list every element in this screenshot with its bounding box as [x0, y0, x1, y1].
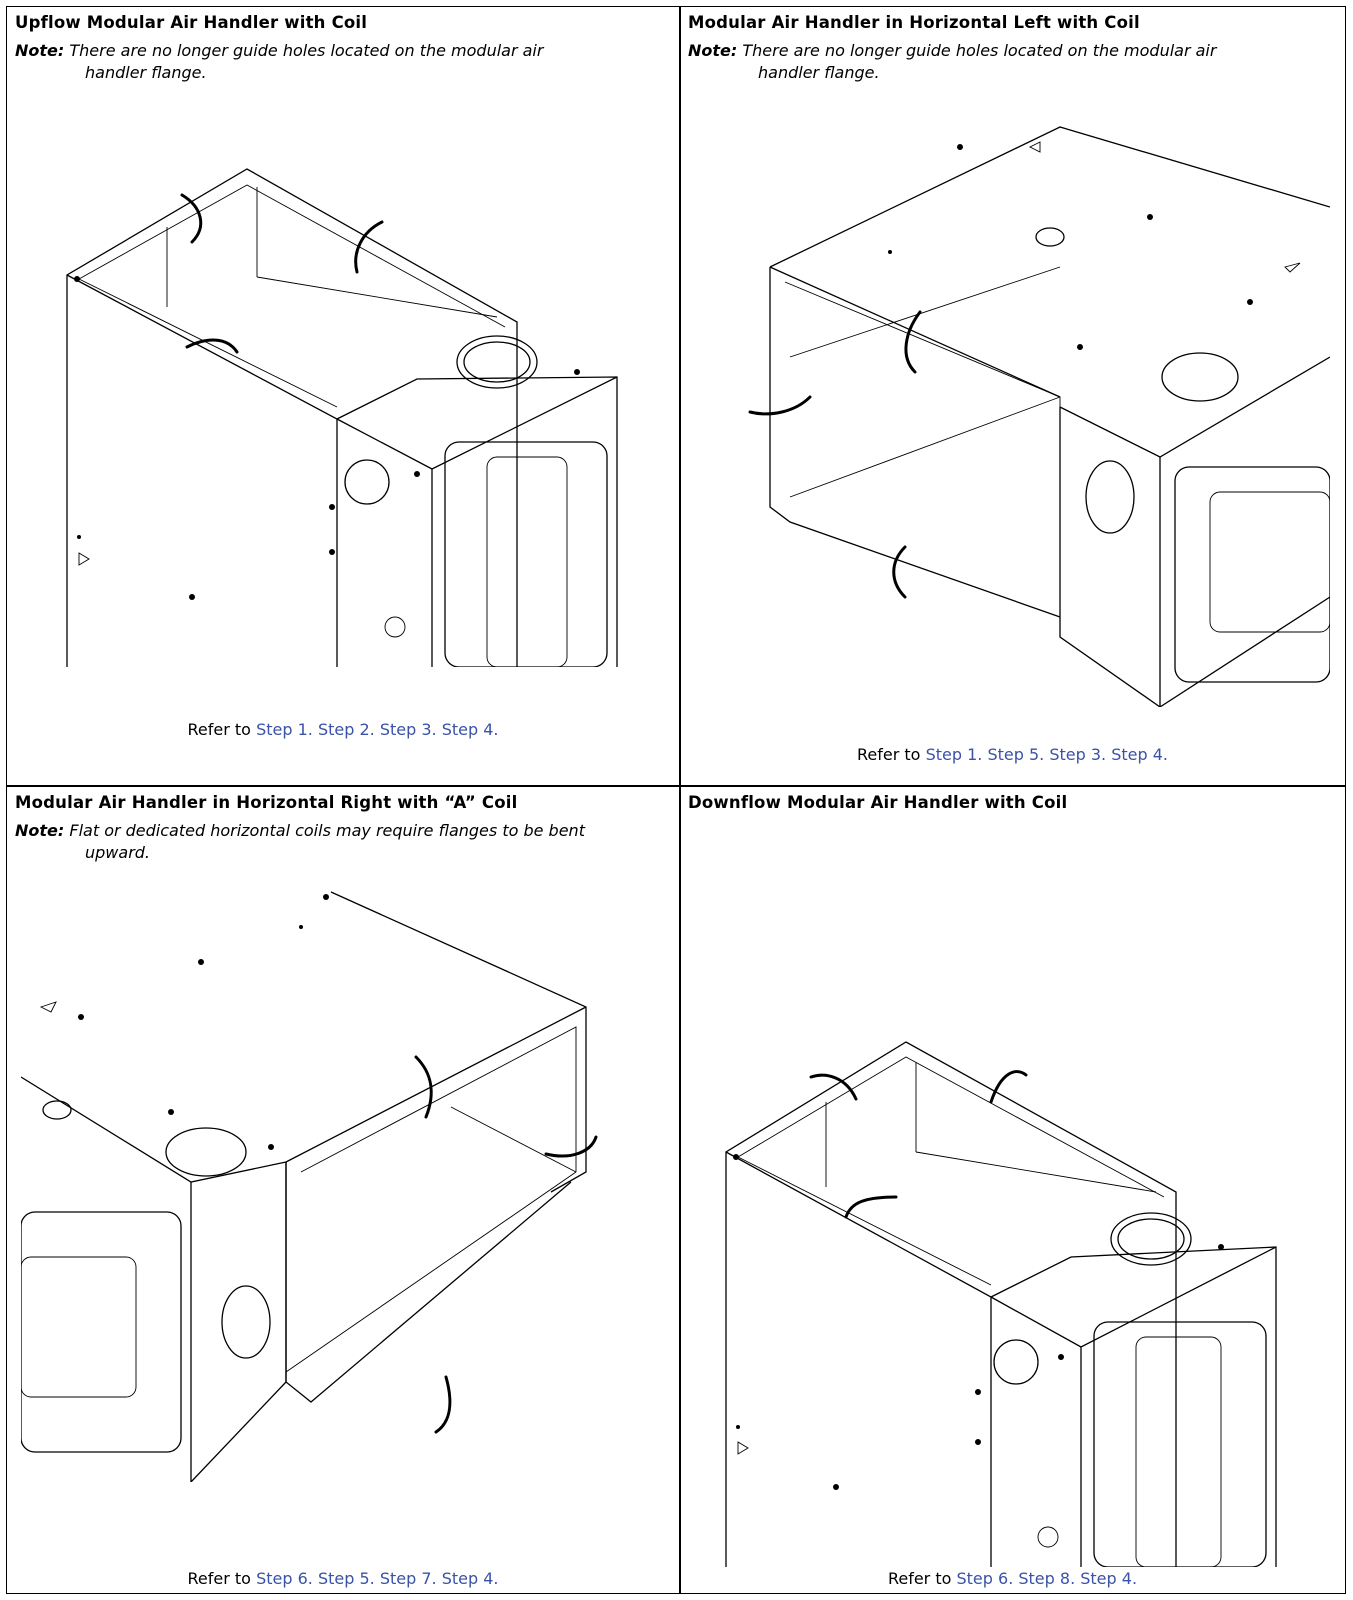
refer-line: Refer to Step 6. Step 8. Step 4.	[680, 1569, 1345, 1588]
step-link[interactable]: Step 8.	[1018, 1569, 1076, 1588]
panel-note: Note: There are no longer guide holes lo…	[688, 40, 1328, 84]
refer-prefix: Refer to	[857, 745, 921, 764]
note-text: There are no longer guide holes located …	[742, 41, 1217, 60]
panel-horizontal-left: Modular Air Handler in Horizontal Left w…	[680, 7, 1345, 785]
horizontal-left-illustration	[748, 126, 1330, 707]
panel-title: Modular Air Handler in Horizontal Left w…	[688, 13, 1140, 32]
figure-table: Upflow Modular Air Handler with Coil Not…	[6, 6, 1346, 1594]
refer-line: Refer to Step 6. Step 5. Step 7. Step 4.	[7, 1569, 679, 1588]
note-text-cont: upward.	[85, 843, 151, 862]
step-link[interactable]: Step 2.	[317, 720, 375, 739]
step-link[interactable]: Step 1.	[925, 745, 983, 764]
panel-title: Modular Air Handler in Horizontal Right …	[15, 793, 518, 812]
refer-prefix: Refer to	[887, 1569, 952, 1588]
note-text-cont: handler flange.	[758, 63, 880, 82]
panel-title: Downflow Modular Air Handler with Coil	[688, 793, 1068, 812]
downflow-air-handler-illustration	[725, 1041, 1277, 1567]
step-link[interactable]: Step 3.	[379, 720, 437, 739]
panel-note: Note: Flat or dedicated horizontal coils…	[15, 820, 655, 864]
step-link[interactable]: Step 6.	[956, 1569, 1014, 1588]
note-text: There are no longer guide holes located …	[69, 41, 544, 60]
note-label: Note:	[688, 41, 738, 60]
step-link[interactable]: Step 4.	[1080, 1569, 1138, 1588]
column-divider	[679, 7, 681, 1593]
step-link[interactable]: Step 5.	[317, 1569, 375, 1588]
note-text: Flat or dedicated horizontal coils may r…	[69, 821, 585, 840]
refer-line: Refer to Step 1. Step 2. Step 3. Step 4.	[7, 720, 679, 739]
panel-upflow: Upflow Modular Air Handler with Coil Not…	[7, 7, 679, 785]
refer-line: Refer to Step 1. Step 5. Step 3. Step 4.	[680, 745, 1345, 764]
step-link[interactable]: Step 5.	[987, 745, 1045, 764]
step-link[interactable]: Step 4.	[441, 1569, 499, 1588]
step-link[interactable]: Step 3.	[1049, 745, 1107, 764]
row-divider	[7, 785, 1345, 787]
step-link[interactable]: Step 6.	[256, 1569, 313, 1588]
note-label: Note:	[15, 41, 65, 60]
refer-prefix: Refer to	[187, 720, 251, 739]
horizontal-right-illustration	[21, 891, 598, 1482]
upflow-air-handler-illustration	[66, 168, 618, 667]
panel-horizontal-right: Modular Air Handler in Horizontal Right …	[7, 787, 679, 1595]
panel-downflow: Downflow Modular Air Handler with Coil	[680, 787, 1345, 1595]
note-text-cont: handler flange.	[85, 63, 207, 82]
step-link[interactable]: Step 7.	[379, 1569, 437, 1588]
step-link[interactable]: Step 1.	[256, 720, 313, 739]
panel-title: Upflow Modular Air Handler with Coil	[15, 13, 368, 32]
step-link[interactable]: Step 4.	[1111, 745, 1168, 764]
refer-prefix: Refer to	[187, 1569, 251, 1588]
step-link[interactable]: Step 4.	[441, 720, 499, 739]
note-label: Note:	[15, 821, 65, 840]
panel-note: Note: There are no longer guide holes lo…	[15, 40, 655, 84]
